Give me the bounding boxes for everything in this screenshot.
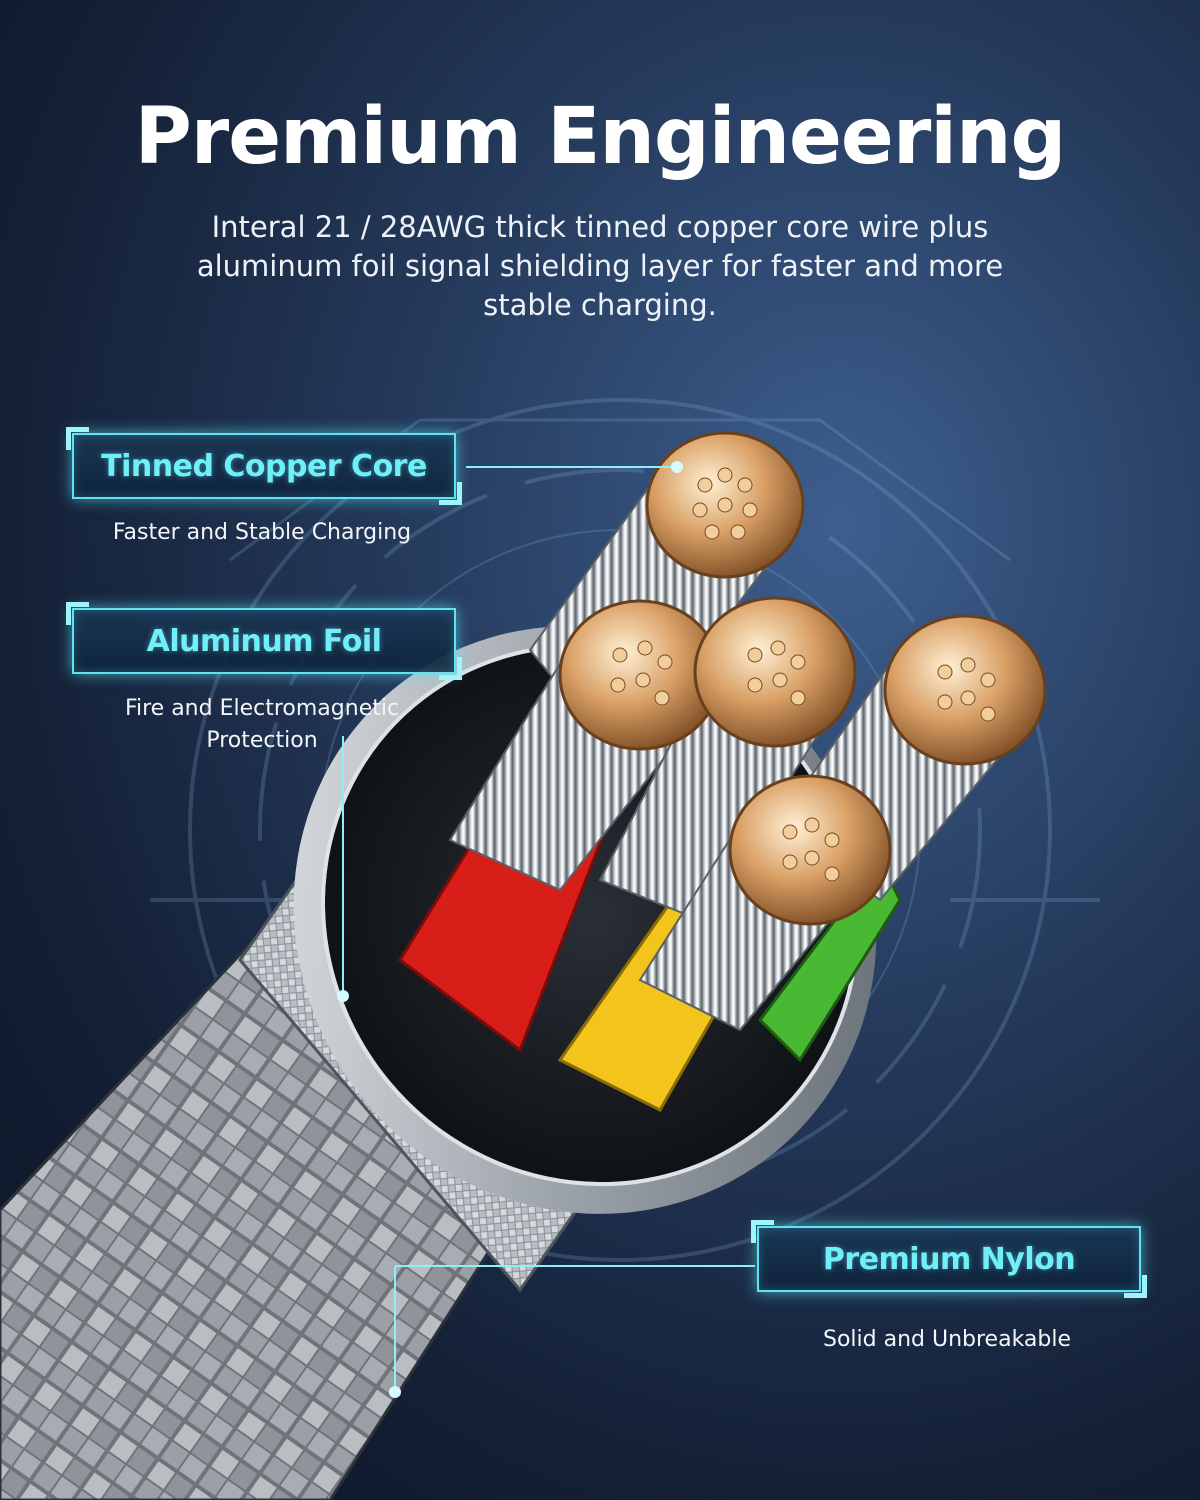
callout-premium-nylon: Premium Nylon bbox=[751, 1220, 1147, 1298]
callout-description: Fire and Electromagnetic Protection bbox=[124, 696, 400, 753]
callout-label: Aluminum Foil bbox=[146, 623, 382, 659]
copper-conductor-ends bbox=[558, 431, 1047, 926]
callout-label: Premium Nylon bbox=[822, 1241, 1076, 1277]
callout-label: Tinned Copper Core bbox=[101, 448, 427, 484]
callout-tinned-copper-core: Tinned Copper Core bbox=[66, 427, 462, 505]
callout-description: Faster and Stable Charging bbox=[112, 520, 412, 545]
callout-anchor-dots bbox=[337, 461, 683, 1398]
page-title: Premium Engineering bbox=[134, 92, 1067, 182]
page-subtitle: Interal 21 / 28AWG thick tinned copper c… bbox=[196, 210, 1004, 322]
callout-aluminum-foil: Aluminum Foil bbox=[66, 602, 462, 680]
callout-leader-lines bbox=[342, 466, 755, 1392]
callout-description: Solid and Unbreakable bbox=[822, 1327, 1072, 1352]
